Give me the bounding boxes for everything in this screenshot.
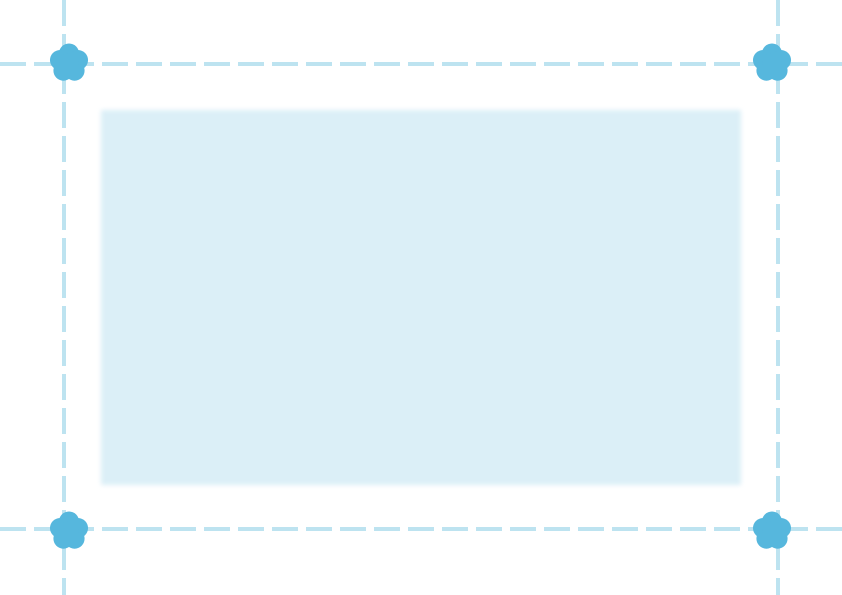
flower-icon-top-left [49, 43, 89, 81]
flower-center [762, 53, 782, 73]
flower-icon-bottom-left [49, 511, 89, 549]
flower-center [762, 521, 782, 541]
content-panel [101, 110, 741, 485]
flower-icon-bottom-right [752, 511, 792, 549]
flower-center [59, 53, 79, 73]
flower-icon-top-right [752, 43, 792, 81]
flower-center [59, 521, 79, 541]
